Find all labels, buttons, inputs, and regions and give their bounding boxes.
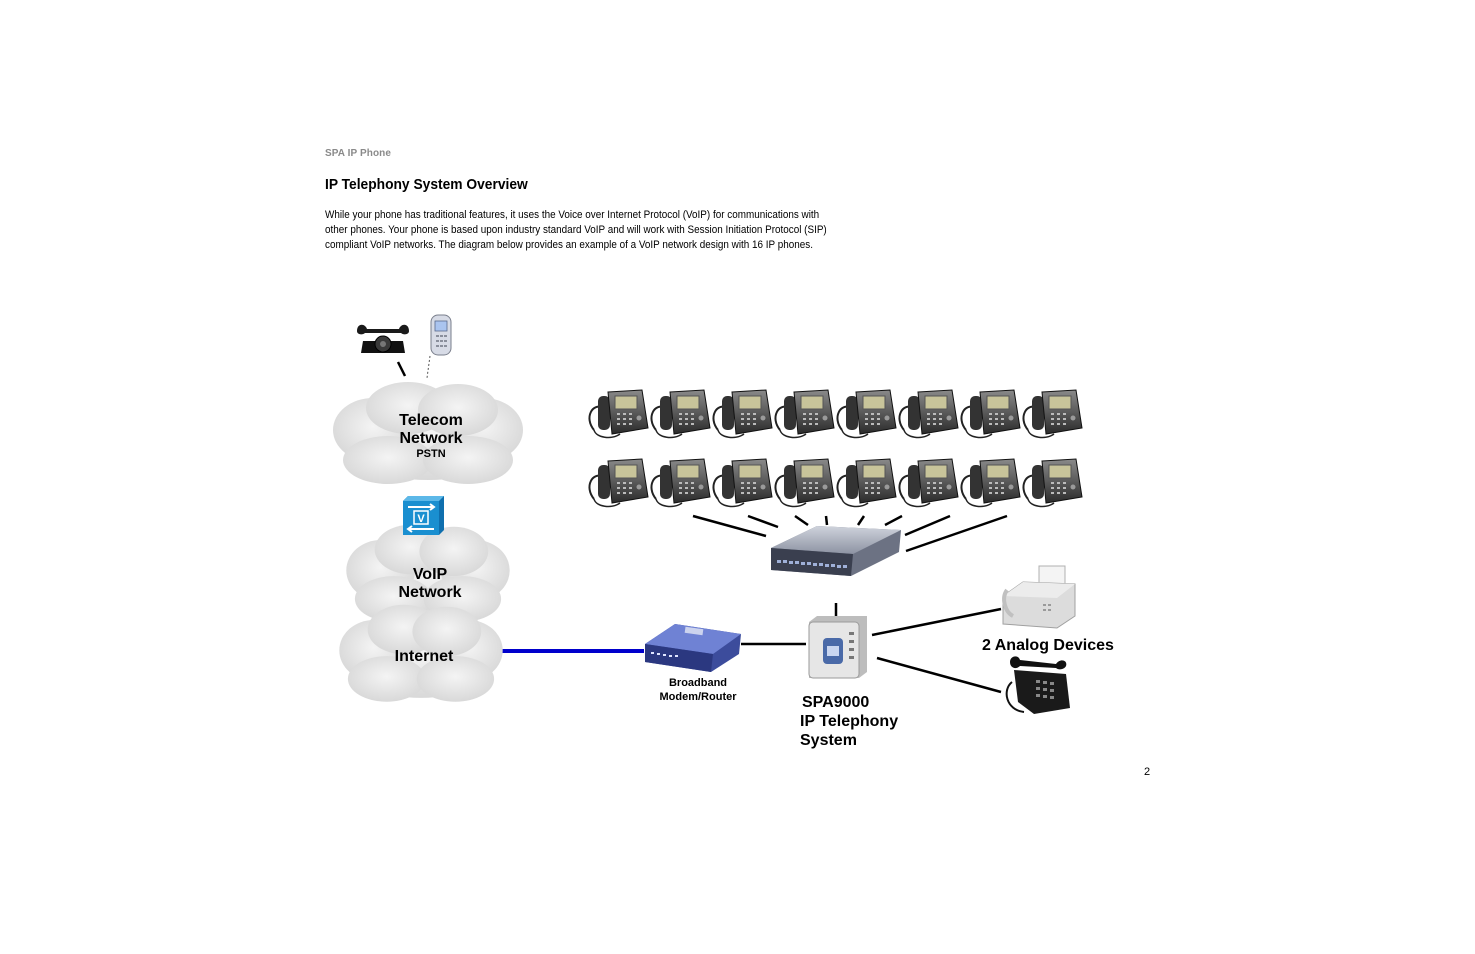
running-head: SPA IP Phone	[325, 148, 392, 159]
section-title: IP Telephony System Overview	[325, 176, 528, 193]
spa-label-3: System	[800, 732, 857, 749]
voip-label-2: Network	[398, 584, 461, 601]
ip-phone-icon	[1022, 458, 1083, 508]
ip-phone-icon	[588, 389, 649, 439]
ip-phone-icon	[898, 389, 959, 439]
ip-phone-icon	[588, 458, 649, 508]
modem-label-2: Modem/Router	[660, 691, 738, 703]
ip-phone-icon	[650, 458, 711, 508]
telecom-label-2: Network	[399, 430, 462, 447]
ip-phone-icon	[650, 389, 711, 439]
pstn-label: PSTN	[416, 448, 445, 460]
spa-label-1: SPA9000	[802, 694, 869, 711]
page-number: 2	[1144, 766, 1151, 778]
ip-phones-group	[588, 389, 1083, 508]
analog-devices-label: 2 Analog Devices	[982, 637, 1114, 654]
rotary-phone-icon	[357, 324, 409, 353]
network-switch-icon	[771, 526, 901, 576]
ip-phone-icon	[774, 389, 835, 439]
spa9000-icon	[808, 616, 867, 679]
spa-label-2: IP Telephony	[800, 713, 898, 730]
fax-machine-icon	[1002, 565, 1076, 629]
broadband-router-icon	[645, 624, 741, 672]
analog-phone-icon	[1005, 656, 1070, 714]
telecom-label-1: Telecom	[399, 412, 463, 429]
intro-paragraph: While your phone has traditional feature…	[325, 209, 827, 251]
svg-text:V: V	[417, 513, 425, 525]
internet-label: Internet	[395, 648, 454, 665]
ip-phone-icon	[774, 458, 835, 508]
ip-phone-icon	[836, 389, 897, 439]
ip-phone-icon	[960, 458, 1021, 508]
ip-phone-icon	[712, 458, 773, 508]
ip-phone-icon	[836, 458, 897, 508]
ip-phone-icon	[712, 389, 773, 439]
voip-gateway-icon: V	[403, 496, 444, 535]
ip-phone-icon	[898, 458, 959, 508]
modem-label-1: Broadband	[669, 677, 727, 689]
ip-phone-icon	[1022, 389, 1083, 439]
voip-label-1: VoIP	[413, 566, 448, 583]
ip-phone-icon	[960, 389, 1021, 439]
mobile-phone-icon	[430, 314, 452, 356]
